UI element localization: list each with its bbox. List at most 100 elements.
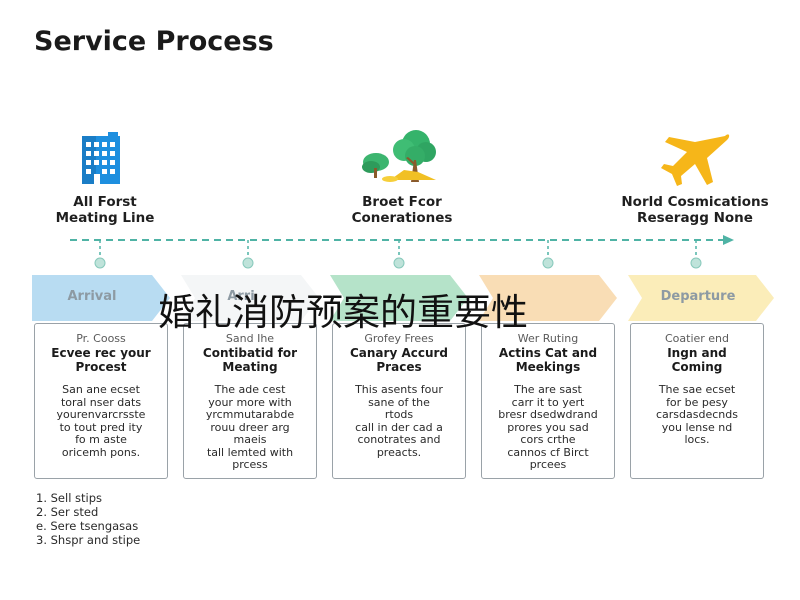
timeline-node <box>393 257 405 269</box>
step-desc-line: The ade cest <box>214 384 286 396</box>
step-card: Sand Ihe Contibatid for Meating The ade … <box>183 323 317 479</box>
step-desc-line: to tout pred ity <box>59 421 143 434</box>
step-desc-line: carsdasdecnds <box>656 409 738 421</box>
step-desc-line: yrcmmutarabde <box>205 409 295 421</box>
step-desc-line: prores you sad <box>507 421 589 434</box>
step-subtitle: Wer Ruting <box>517 332 579 345</box>
step-header-arrow <box>628 275 774 321</box>
step-desc-line: yourenvarcrsste <box>56 409 146 421</box>
milestone-label-1: All Forst Meating Line <box>30 194 180 226</box>
step-desc-line: cannos cf Birct <box>507 446 589 459</box>
step-subtitle: Coatier end <box>664 332 730 345</box>
step-heading: Ecvee rec your Procest <box>39 346 163 374</box>
timeline <box>70 235 734 269</box>
timeline-node <box>94 257 106 269</box>
step-heading-line: Ingn and <box>667 346 727 360</box>
step-header <box>330 275 469 321</box>
step-header <box>479 275 618 321</box>
step-header-arrow <box>181 275 319 321</box>
step-subtitle: Grofey Frees <box>364 332 434 345</box>
step-card: Grofey Frees Canary Accurd Praces This a… <box>332 323 466 479</box>
step-desc-line: maeis <box>233 434 267 446</box>
step-heading: Actins Cat and Meekings <box>486 346 610 374</box>
milestone-label-line: Norld Cosmications <box>621 194 769 210</box>
step-subtitle: Pr. Cooss <box>76 332 126 345</box>
step-desc-line: San ane ecset <box>62 384 140 396</box>
step-heading-line: Coming <box>671 360 723 374</box>
notes-list-item: 2. Ser sted <box>36 505 99 519</box>
step-departure: Departure Coatier end Ingn and Coming Th… <box>628 275 774 480</box>
step-header-arrow <box>32 275 170 321</box>
step-subtitle: Sand Ihe <box>225 332 275 345</box>
step-desc-line: tall lemted with <box>206 446 294 459</box>
step-description: The ade cest your more with yrcmmutarabd… <box>188 384 312 472</box>
step-desc-line: bresr dsedwdrand <box>498 409 598 421</box>
step-desc-line: preacts. <box>376 446 422 459</box>
step-header: Arrival <box>32 275 171 321</box>
step-header: Arri <box>181 275 320 321</box>
milestone-label-line: Reseragg None <box>637 210 753 226</box>
milestone-label-line: Conerationes <box>351 210 453 226</box>
step-desc-line: rtods <box>384 409 414 421</box>
step-heading: Ingn and Coming <box>635 346 759 374</box>
step-desc-line: prcees <box>529 459 567 471</box>
step-desc-line: for be pesy <box>666 396 728 409</box>
milestone-label-line: Broet Fcor <box>362 194 442 210</box>
notes-list-item: e. Sere tsengasas <box>36 519 139 533</box>
step-arrival: Arrival Pr. Cooss Ecvee rec your Procest… <box>32 275 171 480</box>
step-header-arrow <box>479 275 617 321</box>
step-desc-line: your more with <box>208 396 292 409</box>
step-description: San ane ecset toral nser dats yourenvarc… <box>39 384 163 459</box>
building-icon <box>82 132 120 184</box>
step-header-label: Arri <box>227 289 255 304</box>
step-heading: Canary Accurd Praces <box>337 346 461 374</box>
timeline-arrow-icon <box>723 235 734 245</box>
step-desc-line: toral nser dats <box>60 396 142 409</box>
milestone-label-line: Meating Line <box>55 210 155 226</box>
step-desc-line: prcess <box>232 459 268 471</box>
step-2: Arri Sand Ihe Contibatid for Meating The… <box>181 275 320 480</box>
notes-list-item: 1. Sell stips <box>36 491 103 505</box>
step-heading-line: Canary Accurd <box>349 346 449 360</box>
step-desc-line: The sae ecset <box>658 384 736 396</box>
step-desc-line: rouu dreer arg <box>210 421 290 434</box>
step-3: Grofey Frees Canary Accurd Praces This a… <box>330 275 469 480</box>
step-desc-line: you lense nd <box>661 421 733 434</box>
step-desc-line: fo m aste <box>75 434 127 446</box>
step-card: Pr. Cooss Ecvee rec your Procest San ane… <box>34 323 168 479</box>
step-card: Coatier end Ingn and Coming The sae ecse… <box>630 323 764 479</box>
page-title: Service Process <box>34 26 274 57</box>
step-heading-line: Meekings <box>515 360 581 374</box>
milestone-label-line: All Forst <box>73 194 137 210</box>
step-heading: Contibatid for Meating <box>188 346 312 374</box>
overlay-caption: 婚礼消防预案的重要性 <box>158 291 528 334</box>
step-description: The are sast carr it to yert bresr dsedw… <box>486 384 610 472</box>
step-desc-line: The are sast <box>514 384 582 396</box>
step-header-label: Departure <box>660 289 736 304</box>
step-description: The sae ecset for be pesy carsdasdecnds … <box>635 384 759 447</box>
milestone-label-2: Broet Fcor Conerationes <box>322 194 482 226</box>
step-desc-line: conotrates and <box>357 434 441 446</box>
airplane-icon <box>661 134 730 186</box>
step-card: Wer Ruting Actins Cat and Meekings The a… <box>481 323 615 479</box>
step-heading-line: Procest <box>75 360 127 374</box>
step-4: Wer Ruting Actins Cat and Meekings The a… <box>479 275 618 480</box>
step-description: This asents four sane of the rtods call … <box>337 384 461 459</box>
step-desc-line: cors crthe <box>520 434 576 446</box>
step-header-arrow <box>330 275 468 321</box>
step-desc-line: oricemh pons. <box>61 446 141 459</box>
notes-list: 1. Sell stips 2. Ser sted e. Sere tsenga… <box>36 491 140 547</box>
step-desc-line: sane of the <box>368 396 430 409</box>
timeline-node <box>242 257 254 269</box>
milestone-label-3: Norld Cosmications Reseragg None <box>600 194 790 226</box>
tree-icon <box>362 130 436 182</box>
process-steps: Arrival Pr. Cooss Ecvee rec your Procest… <box>32 275 777 480</box>
step-heading-line: Praces <box>376 360 422 374</box>
step-heading-line: Contibatid for <box>202 346 298 360</box>
step-desc-line: call in der cad a <box>355 421 443 434</box>
timeline-node <box>542 257 554 269</box>
step-heading-line: Ecvee rec your <box>51 346 151 360</box>
timeline-node <box>690 257 702 269</box>
step-desc-line: locs. <box>684 434 710 446</box>
step-heading-line: Meating <box>222 360 278 374</box>
